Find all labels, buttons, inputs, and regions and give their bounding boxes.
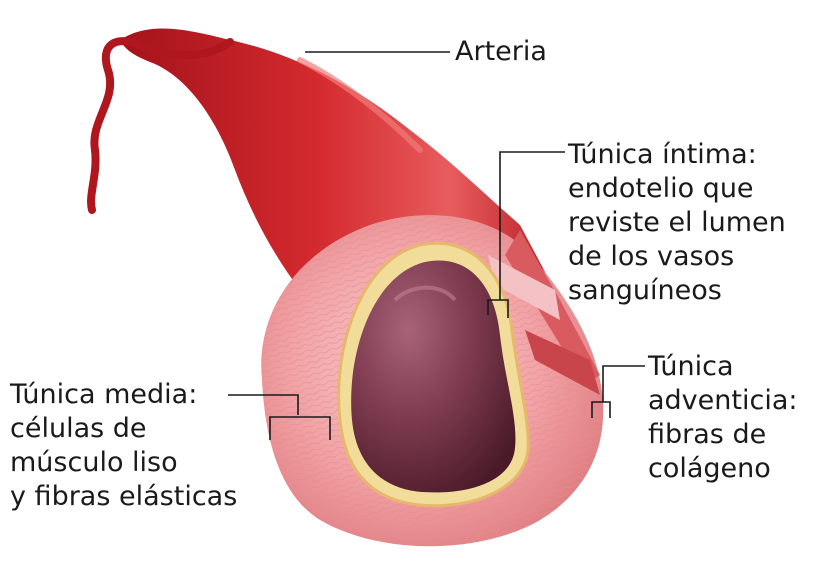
- label-tunica-media: Túnica media: células de músculo liso y …: [10, 378, 237, 514]
- label-media-line-3: músculo liso: [10, 446, 237, 480]
- label-adventicia-line-1: Túnica: [648, 350, 797, 384]
- label-intima-line-4: de los vasos: [568, 240, 786, 274]
- label-tunica-adventicia: Túnica adventicia: fibras de colágeno: [648, 350, 797, 486]
- label-media-line-1: Túnica media:: [10, 378, 237, 412]
- label-arteria-text: Arteria: [455, 35, 547, 69]
- label-arteria: Arteria: [455, 35, 547, 69]
- label-media-line-2: células de: [10, 412, 237, 446]
- label-intima-line-5: sanguíneos: [568, 274, 786, 308]
- label-adventicia-line-4: colágeno: [648, 452, 797, 486]
- label-intima-line-3: reviste el lumen: [568, 206, 786, 240]
- label-media-line-4: y fibras elásticas: [10, 480, 237, 514]
- label-adventicia-line-3: fibras de: [648, 418, 797, 452]
- label-tunica-intima: Túnica íntima: endotelio que reviste el …: [568, 138, 786, 308]
- leader-adventicia: [603, 366, 645, 402]
- label-adventicia-line-2: adventicia:: [648, 384, 797, 418]
- label-intima-line-2: endotelio que: [568, 172, 786, 206]
- label-intima-line-1: Túnica íntima:: [568, 138, 786, 172]
